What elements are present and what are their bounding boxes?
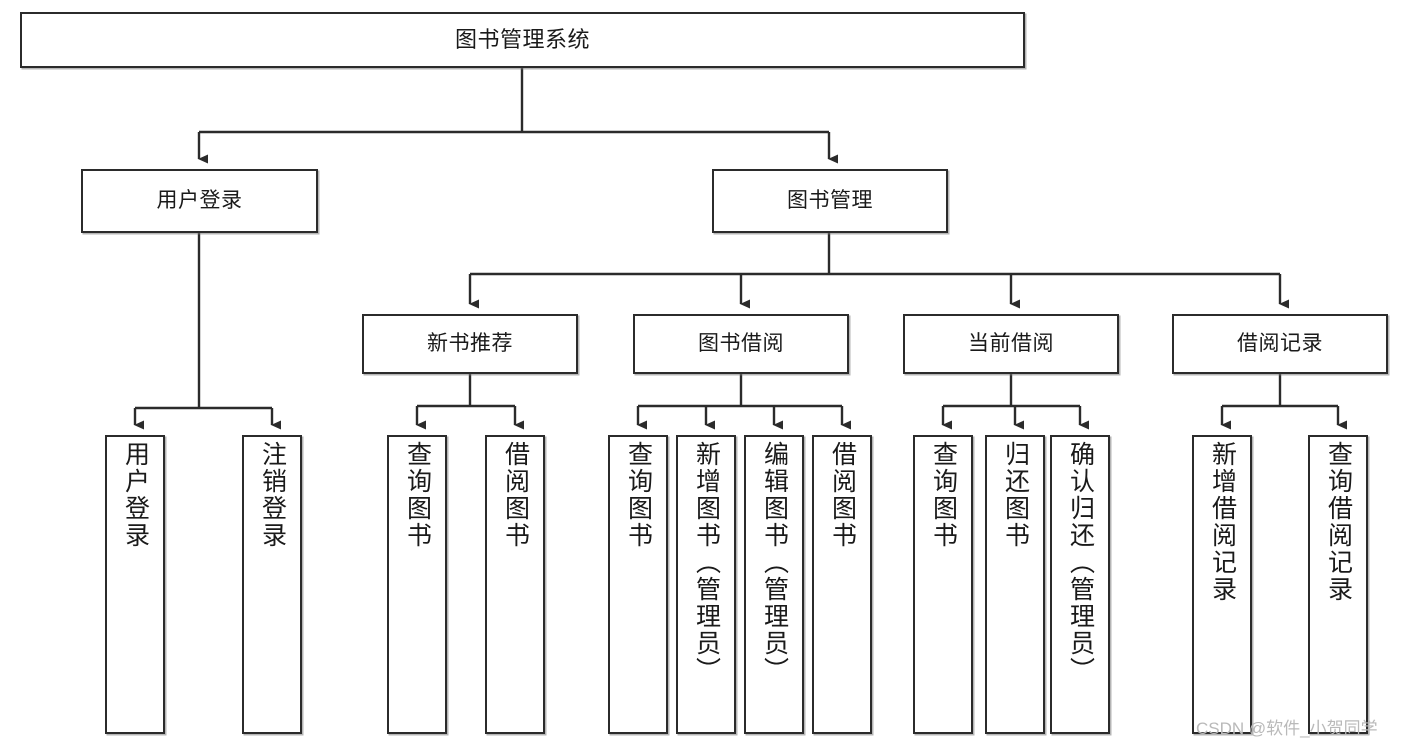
- node-label: 查询图书: [624, 441, 653, 549]
- node-label: 编辑图书（管理员）: [760, 441, 789, 684]
- node-label: 图书管理: [787, 188, 873, 212]
- node-leaf-borrow-book-new[interactable]: 借阅图书: [485, 435, 545, 734]
- node-label: 新增图书（管理员）: [692, 441, 721, 684]
- node-leaf-edit-book-admin[interactable]: 编辑图书（管理员）: [744, 435, 804, 734]
- node-label: 用户登录: [121, 441, 150, 549]
- node-label: 用户登录: [156, 188, 243, 212]
- node-label: 借阅图书: [828, 441, 857, 549]
- node-leaf-query-book-borrow[interactable]: 查询图书: [608, 435, 668, 734]
- node-leaf-borrow-book[interactable]: 借阅图书: [812, 435, 872, 734]
- csdn-watermark: CSDN @软件_小贺同学: [1196, 719, 1378, 738]
- node-leaf-user-login[interactable]: 用户登录: [105, 435, 165, 734]
- node-label: 借阅图书: [501, 441, 530, 549]
- node-book-borrow[interactable]: 图书借阅: [633, 314, 849, 374]
- node-root-system[interactable]: 图书管理系统: [20, 12, 1025, 68]
- node-leaf-query-book-new[interactable]: 查询图书: [387, 435, 447, 734]
- node-label: 查询借阅记录: [1324, 441, 1353, 603]
- node-leaf-return-book[interactable]: 归还图书: [985, 435, 1045, 734]
- node-leaf-add-borrow-record[interactable]: 新增借阅记录: [1192, 435, 1252, 734]
- node-label: 查询图书: [403, 441, 432, 549]
- node-leaf-query-borrow-record[interactable]: 查询借阅记录: [1308, 435, 1368, 734]
- node-user-login[interactable]: 用户登录: [81, 169, 318, 233]
- node-label: 归还图书: [1001, 441, 1030, 549]
- node-label: 新增借阅记录: [1208, 441, 1237, 603]
- node-borrow-record[interactable]: 借阅记录: [1172, 314, 1388, 374]
- node-label: 图书管理系统: [454, 27, 590, 53]
- node-leaf-add-book-admin[interactable]: 新增图书（管理员）: [676, 435, 736, 734]
- node-book-management[interactable]: 图书管理: [712, 169, 948, 233]
- node-label: 确认归还（管理员）: [1066, 441, 1095, 684]
- node-new-book-recommend[interactable]: 新书推荐: [362, 314, 578, 374]
- node-leaf-query-book-current[interactable]: 查询图书: [913, 435, 973, 734]
- node-current-borrow[interactable]: 当前借阅: [903, 314, 1119, 374]
- node-label: 注销登录: [258, 441, 287, 549]
- node-label: 查询图书: [929, 441, 958, 549]
- node-leaf-logout[interactable]: 注销登录: [242, 435, 302, 734]
- node-label: 当前借阅: [968, 331, 1054, 355]
- node-leaf-confirm-return-admin[interactable]: 确认归还（管理员）: [1050, 435, 1110, 734]
- node-label: 借阅记录: [1237, 331, 1323, 355]
- node-label: 新书推荐: [427, 331, 513, 355]
- node-label: 图书借阅: [698, 331, 784, 355]
